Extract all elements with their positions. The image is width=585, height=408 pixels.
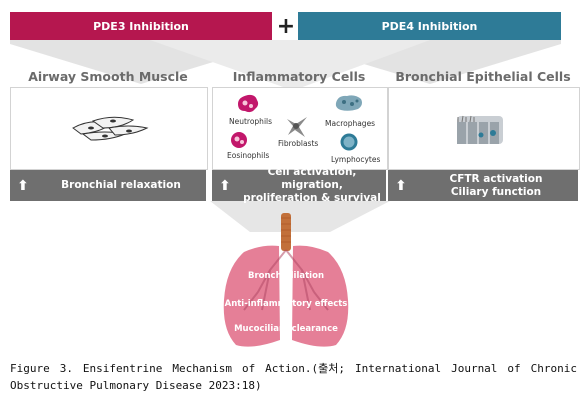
macrophages-label: Macrophages — [325, 119, 376, 128]
figure-caption: Figure 3. Ensifentrine Mechanism of Acti… — [10, 362, 577, 392]
cell-activation-line1: Cell activation, migration, — [267, 166, 357, 191]
up-arrow-icon: ⬆ — [219, 177, 231, 194]
pde4-inhibition-banner: PDE4 Inhibition — [298, 12, 561, 40]
epithelial-panel — [388, 87, 580, 170]
neutrophils-label: Neutrophils — [229, 117, 273, 126]
cftr-ciliary-text: CFTR activation Ciliary function — [414, 173, 578, 199]
anti-inflammatory-label: Anti-inflammatory effects — [224, 299, 348, 309]
cell-activation-bar: ⬆ Cell activation, migration, proliferat… — [212, 166, 386, 204]
pde3-inhibition-banner: PDE3 Inhibition — [10, 12, 272, 40]
lymphocyte-icon — [340, 133, 358, 151]
smooth-muscle-cells-icon — [72, 116, 149, 141]
bronchial-relaxation-text: Bronchial relaxation — [61, 179, 181, 191]
bronchodilation-label: Bronchodilation — [247, 271, 324, 281]
up-arrow-icon: ⬆ — [17, 177, 29, 194]
mucociliary-clearance-label: Mucociliary clearance — [234, 324, 338, 334]
cftr-activation-line: CFTR activation — [449, 172, 543, 185]
airway-smooth-muscle-title: Airway Smooth Muscle — [28, 69, 188, 84]
ciliary-function-line: Ciliary function — [450, 185, 542, 198]
macrophage-icon — [335, 95, 362, 111]
bronchial-epithelial-cells-title: Bronchial Epithelial Cells — [395, 69, 571, 84]
eosinophils-label: Eosinophils — [227, 151, 270, 160]
lymphocytes-label: Lymphocytes — [331, 155, 381, 164]
inflammatory-cells-title: Inflammatory Cells — [232, 69, 366, 84]
eosinophil-icon — [231, 132, 247, 148]
inflammatory-panel: Neutrophils Eosinophils Fibroblasts Macr… — [212, 87, 388, 170]
fibroblast-icon — [287, 117, 307, 137]
epithelial-cells-icon — [457, 115, 503, 144]
airway-panel — [10, 87, 208, 170]
bronchial-relaxation-bar: ⬆ Bronchial relaxation — [10, 170, 206, 201]
cell-activation-line2: proliferation & survival — [243, 192, 381, 204]
up-arrow-icon: ⬆ — [395, 177, 407, 194]
plus-sign: + — [276, 13, 296, 39]
neutrophil-icon — [238, 94, 259, 113]
cell-activation-text: Cell activation, migration, proliferatio… — [238, 166, 386, 205]
cftr-ciliary-bar: ⬆ CFTR activation Ciliary function — [388, 170, 578, 201]
fibroblasts-label: Fibroblasts — [278, 139, 319, 148]
